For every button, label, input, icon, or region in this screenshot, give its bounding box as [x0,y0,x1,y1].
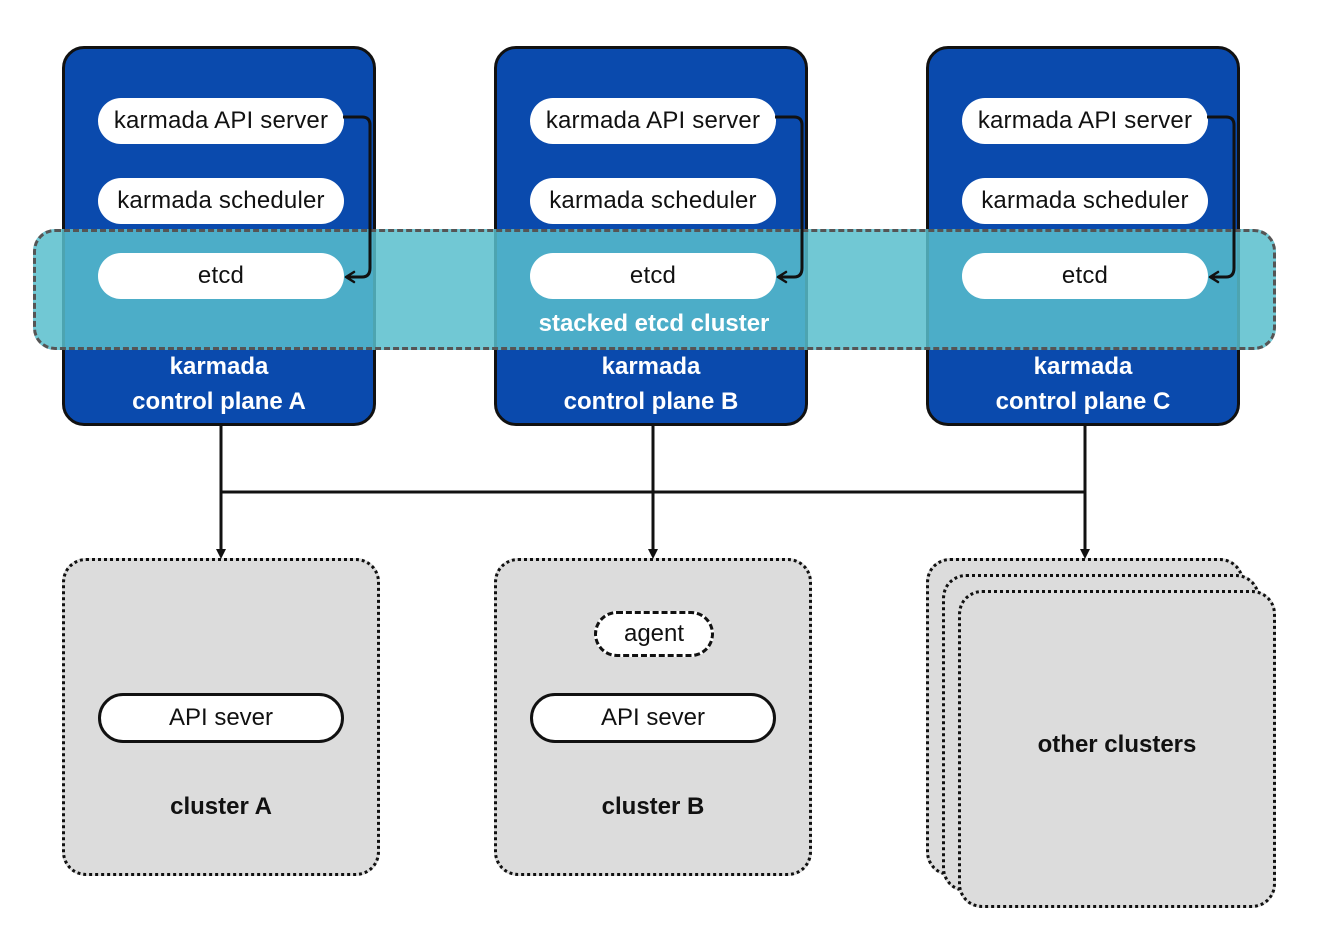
control-plane-a-title-line1: karmada [169,353,269,380]
control-plane-c-title: karmada control plane C [929,349,1237,419]
api-to-etcd-arrow-c [1207,115,1236,284]
cluster-a: API sever cluster A [62,558,380,876]
control-plane-b-title-line1: karmada [601,353,701,380]
cluster-b-api-server: API sever [530,693,776,743]
karmada-api-server-c: karmada API server [962,98,1208,144]
karmada-scheduler-b: karmada scheduler [530,178,776,224]
api-to-etcd-arrow-b [775,115,804,284]
cluster-b-title: cluster B [601,793,705,820]
etcd-a: etcd [98,253,344,299]
cluster-a-api-server: API sever [98,693,344,743]
control-plane-a-title-line2: control plane A [132,388,306,415]
stacked-etcd-cluster-label: stacked etcd cluster [538,310,770,337]
cluster-b: agent API sever cluster B [494,558,812,876]
control-plane-c-title-line2: control plane C [995,388,1171,415]
control-plane-b-title-line2: control plane B [563,388,739,415]
etcd-c: etcd [962,253,1208,299]
other-clusters-title: other clusters [1037,731,1197,758]
api-to-etcd-arrow-a [343,115,372,284]
control-plane-c-title-line1: karmada [1033,353,1133,380]
karmada-api-server-a: karmada API server [98,98,344,144]
other-cluster-front: other clusters [958,590,1276,908]
cluster-b-agent: agent [594,611,714,657]
karmada-api-server-b: karmada API server [530,98,776,144]
karmada-scheduler-c: karmada scheduler [962,178,1208,224]
control-plane-a-title: karmada control plane A [65,349,373,419]
cluster-a-title: cluster A [170,793,272,820]
karmada-scheduler-a: karmada scheduler [98,178,344,224]
control-plane-b-title: karmada control plane B [497,349,805,419]
etcd-b: etcd [530,253,776,299]
